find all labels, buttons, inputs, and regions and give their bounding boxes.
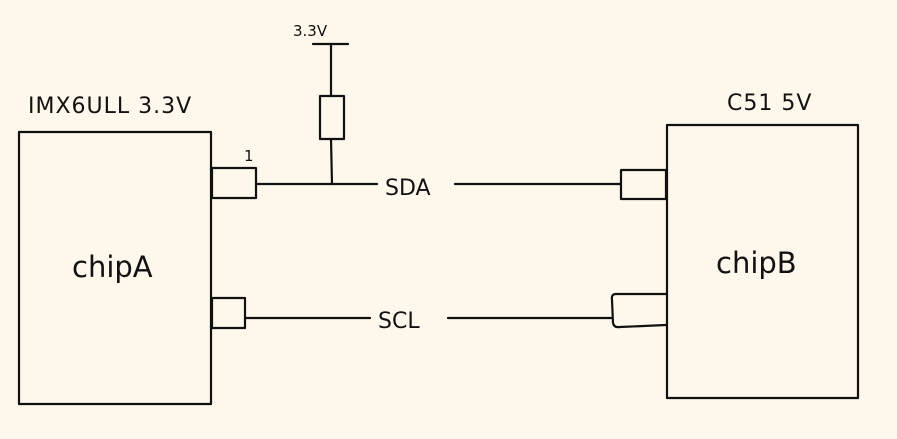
scl-signal-label: SCL	[378, 309, 420, 334]
chip-b-scl-pin	[610, 292, 667, 329]
chip-b-box	[665, 123, 860, 400]
chip-b-title: C51 5V	[727, 91, 812, 116]
pullup-wire-bottom	[329, 137, 334, 186]
sda-signal-label: SDA	[385, 176, 431, 201]
chip-b-label: chipB	[716, 246, 797, 280]
pullup-voltage-label: 3.3V	[293, 22, 328, 40]
chip-a-pin-number: 1	[244, 147, 254, 165]
chip-a-scl-pin	[210, 296, 247, 330]
chip-a-title: IMX6ULL 3.3V	[28, 94, 192, 119]
chip-a-box	[17, 130, 213, 406]
chip-a-label: chipA	[72, 250, 153, 284]
